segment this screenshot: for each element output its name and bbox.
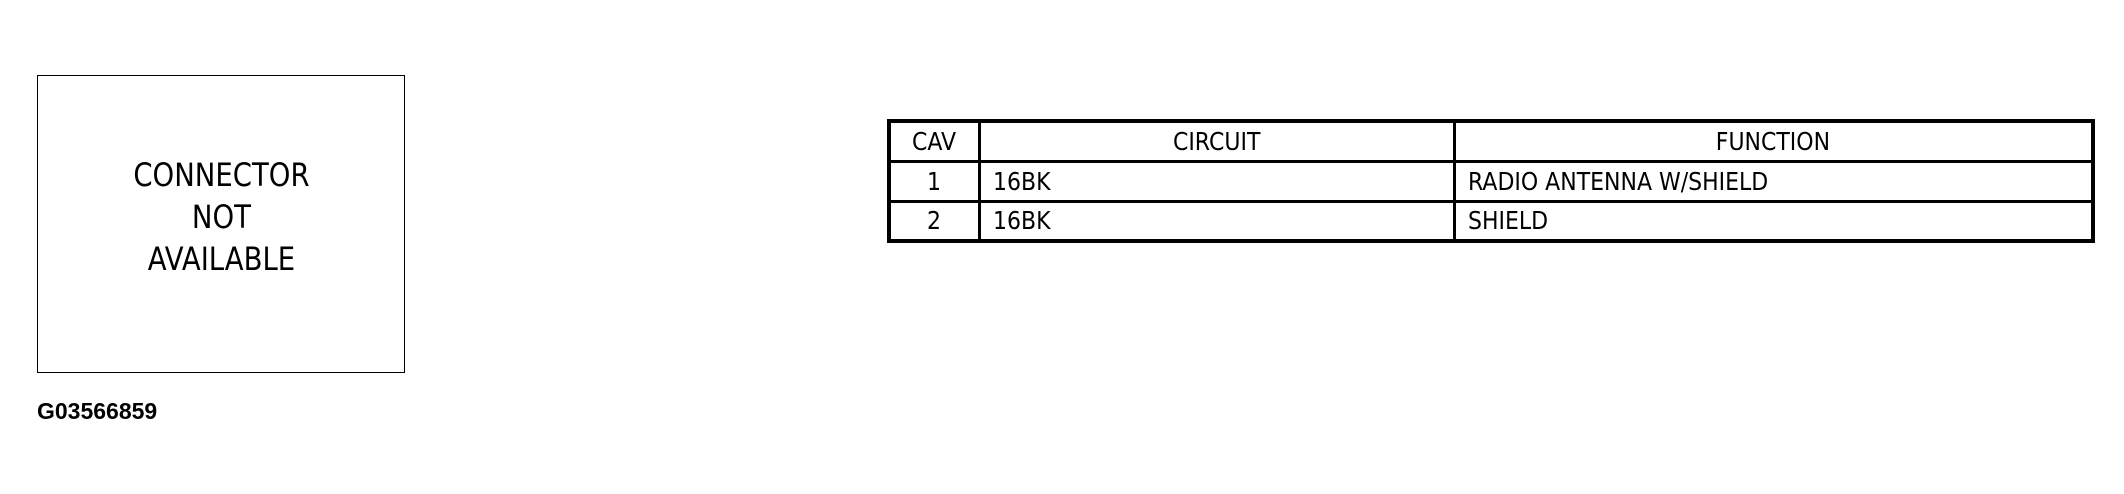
header-cav-label: CAV — [912, 126, 957, 156]
pinout-table: CAV CIRCUIT FUNCTION 1 16BK RADIO ANTENN… — [887, 119, 2095, 243]
cell-circuit: 16BK — [977, 159, 1456, 203]
header-circuit-label: CIRCUIT — [1172, 126, 1261, 156]
figure-id-label: G03566859 — [37, 398, 158, 424]
circuit-value: 16BK — [992, 166, 1051, 196]
connector-text-line-2: NOT — [191, 198, 251, 236]
cell-circuit: 16BK — [977, 199, 1456, 243]
header-function: FUNCTION — [1452, 119, 2095, 163]
header-cav: CAV — [887, 119, 981, 163]
table-header-row: CAV CIRCUIT FUNCTION — [887, 119, 2095, 163]
cell-cav: 2 — [887, 199, 981, 243]
function-value: RADIO ANTENNA W/SHIELD — [1467, 166, 1768, 196]
connector-text-line-1: CONNECTOR — [132, 156, 310, 194]
connector-text-line-3: AVAILABLE — [147, 240, 295, 278]
connector-image-placeholder: CONNECTOR NOT AVAILABLE — [37, 75, 405, 373]
header-circuit: CIRCUIT — [977, 119, 1456, 163]
table-row: 1 16BK RADIO ANTENNA W/SHIELD — [887, 159, 2095, 203]
cell-cav: 1 — [887, 159, 981, 203]
connector-unavailable-text: CONNECTOR NOT AVAILABLE — [133, 154, 309, 280]
function-value: SHIELD — [1467, 206, 1548, 236]
header-function-label: FUNCTION — [1716, 126, 1831, 156]
cell-function: RADIO ANTENNA W/SHIELD — [1452, 159, 2095, 203]
table-row: 2 16BK SHIELD — [887, 199, 2095, 243]
cav-value: 2 — [927, 206, 942, 236]
cell-function: SHIELD — [1452, 199, 2095, 243]
circuit-value: 16BK — [992, 206, 1051, 236]
cav-value: 1 — [927, 166, 942, 196]
